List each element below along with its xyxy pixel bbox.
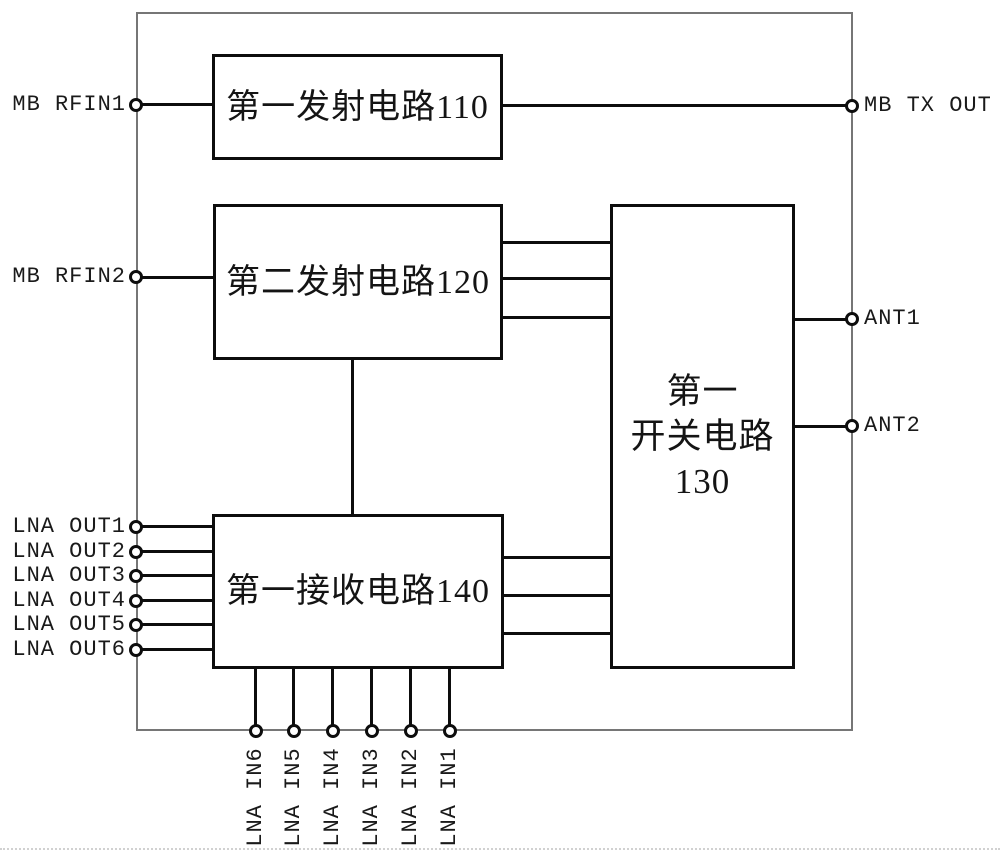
port-label-lna-out2: LNA OUT2 [12, 539, 126, 564]
wire-tx2-switch-1 [503, 241, 610, 244]
wire-lna-in3 [370, 669, 373, 731]
port-label-lna-in4: LNA IN4 [320, 747, 345, 847]
port-label-lna-in5: LNA IN5 [281, 747, 306, 847]
wire-lna-out5 [136, 623, 212, 626]
block-tx1-label: 第一发射电路110 [226, 88, 489, 126]
block-tx2-label: 第二发射电路120 [226, 263, 490, 301]
block-switch-circuit-130: 第一 开关电路 130 [610, 204, 795, 669]
wire-tx2-switch-2 [503, 277, 610, 280]
block-switch-label-line2: 开关电路 [630, 417, 775, 456]
port-label-lna-out5: LNA OUT5 [12, 612, 126, 637]
wire-rx-switch-3 [504, 632, 610, 635]
port-label-lna-out3: LNA OUT3 [12, 563, 126, 588]
wire-rx-switch-1 [504, 556, 610, 559]
terminal-mb-rfin2 [129, 270, 143, 284]
terminal-lna-out4 [129, 594, 143, 608]
port-label-lna-in2: LNA IN2 [398, 747, 423, 847]
port-label-mb-rfin1: MB RFIN1 [12, 92, 126, 117]
terminal-lna-out1 [129, 520, 143, 534]
block-tx-circuit-110: 第一发射电路110 [212, 54, 503, 160]
block-switch-label-line3: 130 [674, 462, 731, 501]
scan-artifact-line [0, 848, 1000, 850]
wire-ant1 [795, 318, 852, 321]
wire-lna-out2 [136, 550, 212, 553]
wire-ant2 [795, 425, 852, 428]
wire-lna-in1 [448, 669, 451, 731]
port-label-lna-out1: LNA OUT1 [12, 514, 126, 539]
device-boundary-rect [136, 12, 853, 731]
terminal-mb-tx-out [845, 99, 859, 113]
port-label-ant1: ANT1 [864, 306, 921, 331]
wire-lna-in4 [331, 669, 334, 731]
wire-lna-out6 [136, 648, 212, 651]
terminal-ant1 [845, 312, 859, 326]
port-label-lna-in6: LNA IN6 [243, 747, 268, 847]
terminal-lna-in5 [287, 724, 301, 738]
wire-tx2-rx-vertical [351, 360, 354, 514]
wire-mb-tx-out [503, 104, 852, 107]
wire-lna-out4 [136, 599, 212, 602]
port-label-mb-rfin2: MB RFIN2 [12, 264, 126, 289]
terminal-lna-in1 [443, 724, 457, 738]
terminal-lna-out3 [129, 569, 143, 583]
port-label-mb-tx-out: MB TX OUT [864, 93, 992, 118]
wire-lna-in5 [292, 669, 295, 731]
port-label-lna-in1: LNA IN1 [437, 747, 462, 847]
wire-lna-out3 [136, 574, 212, 577]
terminal-lna-in6 [249, 724, 263, 738]
wire-rx-switch-2 [504, 594, 610, 597]
wire-lna-out1 [136, 525, 212, 528]
wire-lna-in2 [409, 669, 412, 731]
block-rx-circuit-140: 第一接收电路140 [212, 514, 504, 669]
wire-lna-in6 [254, 669, 257, 731]
port-label-ant2: ANT2 [864, 413, 921, 438]
wire-mb-rfin1 [136, 103, 212, 106]
terminal-lna-out2 [129, 545, 143, 559]
terminal-lna-out6 [129, 643, 143, 657]
terminal-lna-in2 [404, 724, 418, 738]
terminal-lna-out5 [129, 618, 143, 632]
port-label-lna-out4: LNA OUT4 [12, 588, 126, 613]
block-switch-label-line1: 第一 [666, 372, 739, 411]
block-tx-circuit-120: 第二发射电路120 [213, 204, 503, 360]
terminal-ant2 [845, 419, 859, 433]
port-label-lna-out6: LNA OUT6 [12, 637, 126, 662]
terminal-lna-in4 [326, 724, 340, 738]
terminal-lna-in3 [365, 724, 379, 738]
block-rx-label: 第一接收电路140 [226, 573, 490, 610]
terminal-mb-rfin1 [129, 98, 143, 112]
wire-mb-rfin2 [136, 276, 213, 279]
port-label-lna-in3: LNA IN3 [359, 747, 384, 847]
wire-tx2-switch-3 [503, 316, 610, 319]
